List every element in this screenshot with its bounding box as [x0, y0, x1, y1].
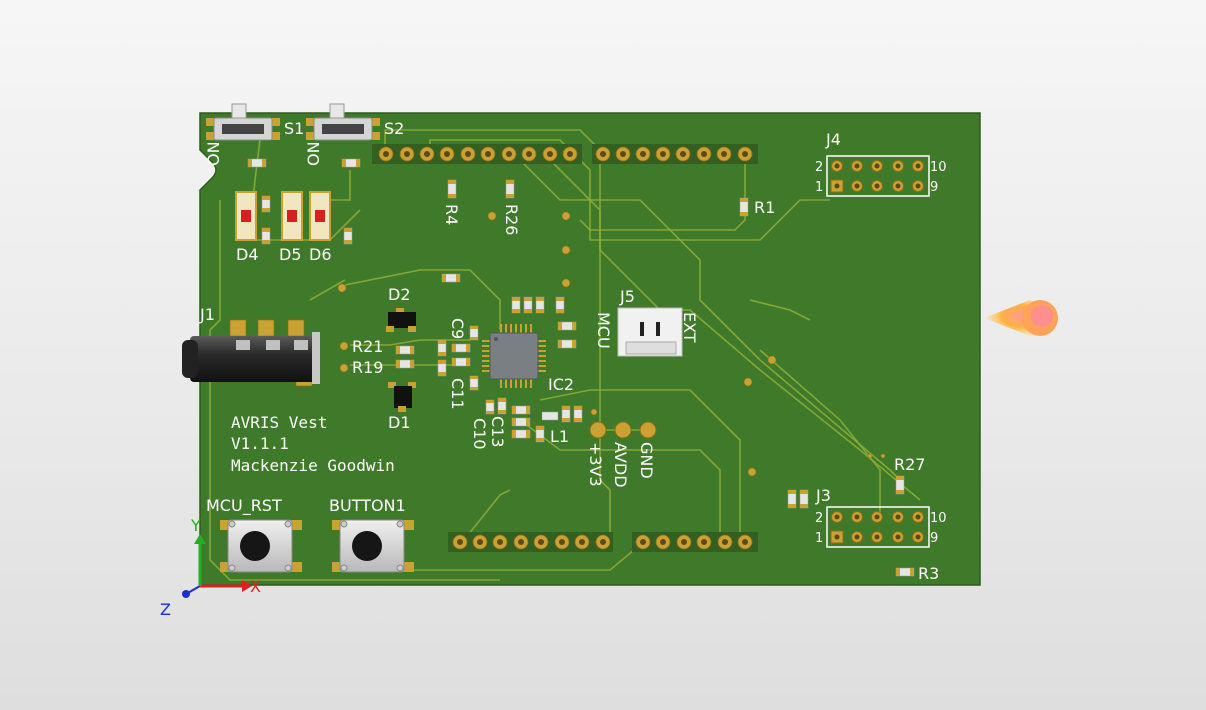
j4-pin-2: 2 [815, 160, 823, 175]
pin-header-j4[interactable] [826, 155, 930, 197]
j3-pin-1: 1 [815, 531, 823, 546]
label-avdd: AVDD [611, 442, 630, 488]
label-r19: R19 [352, 358, 383, 377]
ic2-chip [482, 324, 546, 388]
pin-header-j3[interactable] [826, 506, 930, 548]
top-header-right [592, 144, 758, 164]
label-r26: R26 [502, 204, 521, 235]
label-c13: C13 [488, 416, 507, 448]
bottom-header-left [448, 532, 613, 552]
x-axis-arrow-icon [242, 580, 252, 592]
axis-x-label: X [250, 577, 261, 596]
j4-pin-10: 10 [930, 160, 947, 175]
label-r1: R1 [754, 198, 775, 217]
label-l1: L1 [550, 427, 569, 446]
top-header-left [372, 144, 582, 164]
label-d5: D5 [279, 245, 302, 264]
label-button1: BUTTON1 [329, 496, 406, 515]
j4-pin-9: 9 [930, 180, 938, 195]
board-title: AVRIS Vest [231, 413, 327, 432]
label-mcu: MCU [594, 312, 613, 349]
axis-z-label: Z [160, 600, 171, 619]
board-author: Mackenzie Goodwin [231, 456, 395, 475]
axis-gizmo[interactable]: X Y Z [160, 516, 261, 619]
light-source-icon[interactable] [984, 300, 1058, 336]
label-j3: J3 [815, 486, 831, 505]
test-points [589, 421, 657, 439]
label-r3: R3 [918, 564, 939, 583]
label-r27: R27 [894, 455, 925, 474]
connector-j5[interactable] [617, 307, 683, 357]
label-gnd: GND [637, 442, 656, 479]
label-on1: ON [204, 141, 223, 166]
label-ic2: IC2 [548, 375, 574, 394]
label-j4: J4 [825, 130, 841, 149]
label-ext: EXT [680, 312, 699, 343]
diode-d1 [388, 382, 416, 412]
leds [235, 191, 331, 241]
y-axis-arrow-icon [194, 534, 206, 544]
label-d4: D4 [236, 245, 259, 264]
j3-pin-9: 9 [930, 531, 938, 546]
tactile-button-mcu-rst[interactable] [220, 519, 302, 573]
label-c9: C9 [448, 318, 467, 339]
label-j5: J5 [619, 287, 635, 306]
label-3v3: +3V3 [586, 442, 605, 487]
silkscreen-labels: S1 S2 ON ON D4 D5 D6 R4 R26 R1 J4 2 10 1… [199, 119, 947, 583]
vias [337, 211, 886, 477]
j4-pin-1: 1 [815, 180, 823, 195]
label-d2: D2 [388, 285, 411, 304]
tactile-button-button1[interactable] [332, 519, 414, 573]
audio-jack-j1[interactable] [182, 319, 320, 387]
label-c10: C10 [470, 418, 489, 450]
board-version: V1.1.1 [231, 434, 289, 453]
diode-d2 [386, 308, 416, 332]
j3-pin-10: 10 [930, 511, 947, 526]
label-on2: ON [304, 141, 323, 166]
switch-s2[interactable] [306, 103, 380, 141]
label-d1: D1 [388, 413, 411, 432]
smd-passives [247, 158, 915, 577]
j3-pin-2: 2 [815, 511, 823, 526]
label-r4: R4 [442, 204, 461, 225]
label-s1: S1 [284, 119, 304, 138]
switch-s1[interactable] [206, 103, 280, 141]
label-mcu-rst: MCU_RST [206, 496, 282, 516]
z-axis-dot-icon [182, 590, 190, 598]
label-s2: S2 [384, 119, 404, 138]
pcb-traces [209, 129, 921, 581]
label-j1: J1 [199, 305, 215, 324]
axis-y-label: Y [190, 516, 201, 535]
label-c11: C11 [448, 378, 467, 410]
bottom-header-right [632, 532, 758, 552]
label-r21: R21 [352, 337, 383, 356]
pcb-board[interactable] [199, 112, 981, 586]
label-d6: D6 [309, 245, 332, 264]
